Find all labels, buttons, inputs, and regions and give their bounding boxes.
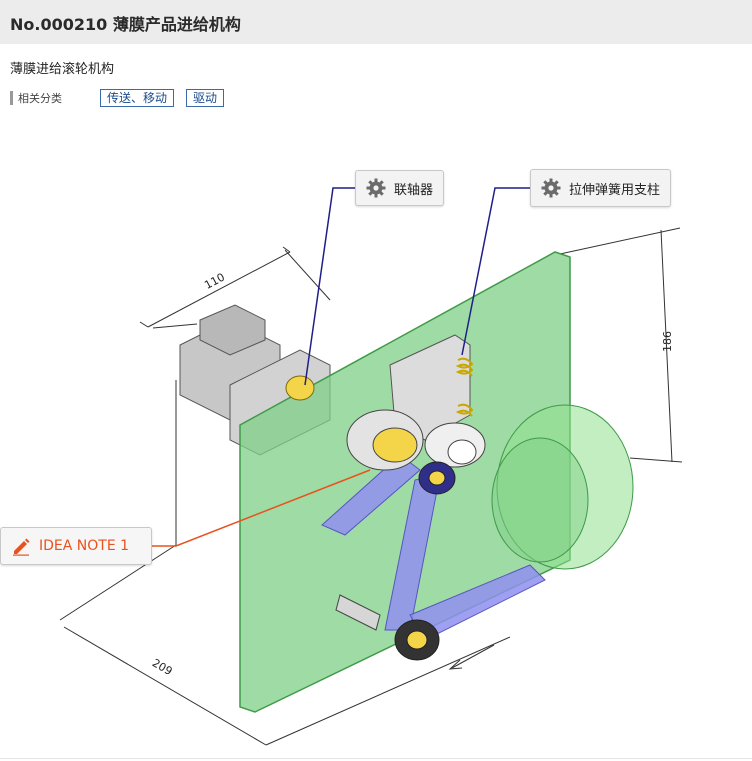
page-subtitle: 薄膜进给滚轮机构 [10,62,115,77]
spring-post-label: 拉伸弹簧用支柱 [569,182,661,198]
pencil-icon [13,538,30,556]
spring-post-leader [461,187,530,356]
coupling-callout[interactable]: 联轴器 [355,170,445,206]
category-row: 相关分类 传送、移动 驱动 [10,88,236,108]
mechanism-diagram: 110 186 209 [59,187,683,746]
tag-conveyance[interactable]: 传送、移动 [100,89,175,107]
category-label: 相关分类 [18,92,62,105]
bottom-divider [0,758,752,759]
coupling-leader [304,187,355,386]
page-title: No.000210 薄膜产品进给机构 [10,15,241,34]
dim-top: 110 [202,271,227,292]
film-strip [321,454,546,641]
rollers [335,409,486,661]
coupling-part [285,375,315,401]
dim-right: 186 [661,331,674,352]
spring-post-callout[interactable]: 拉伸弹簧用支柱 [530,169,672,207]
dimension-lines [59,227,683,746]
gear-icon [541,178,561,198]
coupling-label: 联轴器 [394,182,434,198]
springs [455,357,474,417]
gear-icon [366,178,386,198]
tag-drive[interactable]: 驱动 [186,89,225,107]
category-marker [10,91,13,105]
idea-note-leader [152,469,371,547]
dim-bottom: 209 [150,656,175,678]
idea-note-label: IDEA NOTE 1 [39,538,130,554]
film-roll [491,404,634,570]
idea-note-button[interactable]: IDEA NOTE 1 [0,527,152,565]
feed-direction-arrow [448,644,495,670]
title-bar: No.000210 薄膜产品进给机构 [0,0,752,44]
